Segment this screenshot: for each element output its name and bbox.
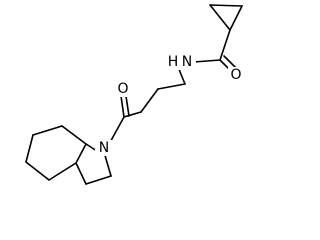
bond-chain-1 [157, 83, 186, 90]
bond-ketone-co-a [120, 95, 125, 118]
bond-ring6-3 [25, 134, 34, 163]
bond-chain-3 [123, 111, 142, 118]
bond-cp-1 [209, 4, 231, 31]
bond-cp-3 [229, 5, 243, 31]
bond-cp-carbonyl [219, 29, 231, 61]
bond-ring5-3 [75, 162, 87, 185]
amide-oxygen-label: O [230, 67, 241, 83]
bond-ketone-co-b [125, 95, 130, 117]
bond-ring5-2 [85, 175, 112, 185]
bond-cp-2 [209, 4, 243, 7]
bond-chain-2 [140, 88, 159, 113]
bond-amide-co-b [223, 55, 238, 70]
o-ketone-bg [115, 81, 131, 97]
ketone-oxygen-label: O [117, 81, 128, 97]
bond-ring6-1 [61, 125, 87, 145]
n-amide-bg [176, 54, 196, 70]
bond-ring6-5 [48, 162, 77, 181]
structure-canvas: N H O O N [25, 4, 244, 185]
ring-nitrogen-label: N [99, 140, 109, 156]
n-ring-bg [95, 140, 113, 156]
bond-ring6-2 [32, 125, 63, 136]
o-amide-bg [228, 67, 244, 83]
molecule-diagram: N H O O N [25, 4, 244, 185]
bond-ring5-4 [75, 143, 87, 164]
amide-hydrogen-label: H [168, 54, 179, 70]
amide-nitrogen-label: N [182, 54, 192, 70]
bond-amide-cn [193, 59, 221, 63]
bond-ring6-4 [25, 161, 50, 181]
